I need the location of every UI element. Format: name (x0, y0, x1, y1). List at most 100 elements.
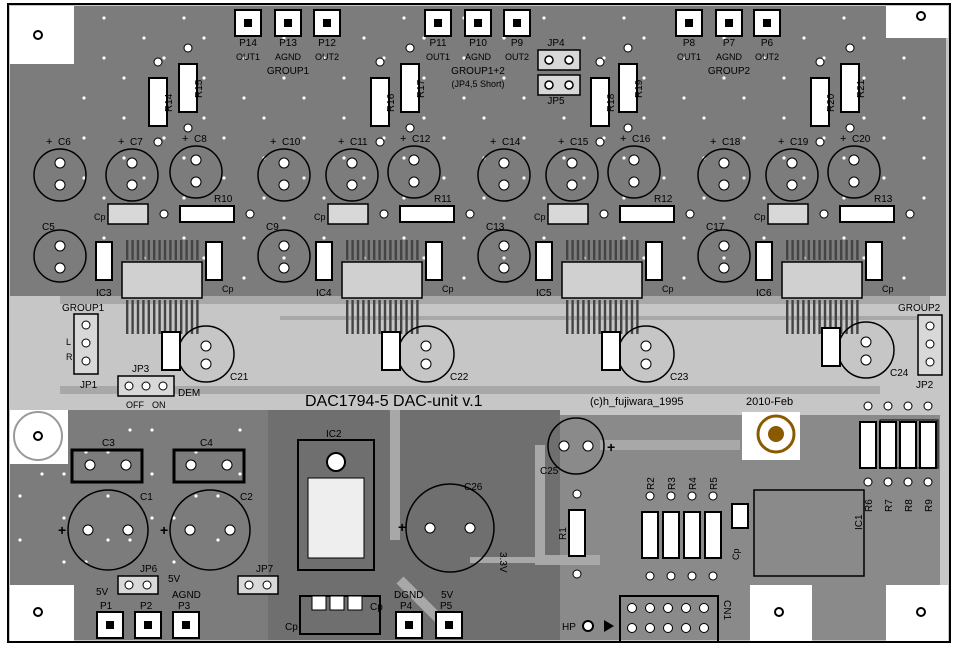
resistor-body-r4 (683, 511, 701, 559)
via (262, 196, 266, 200)
ic-pin (394, 300, 397, 334)
ic-pin (845, 300, 848, 334)
via (522, 136, 526, 140)
board-date: 2010-Feb (746, 396, 793, 408)
ic-pin (571, 240, 574, 260)
label-c24: C24 (890, 368, 909, 379)
regulator-section: IC2 Cp Cp C26 + DGND 5V P4 P5 3.3V (285, 429, 508, 639)
via (18, 538, 22, 542)
via (302, 176, 306, 180)
resistor-pad (845, 123, 855, 133)
cp-pair (327, 203, 369, 225)
label-out2-g2: OUT2 (755, 52, 779, 62)
cn1-pin (627, 603, 637, 613)
via (502, 36, 506, 40)
connector-pin (685, 19, 693, 27)
resistor-pad (465, 209, 475, 219)
label-c1: C1 (140, 492, 153, 503)
ic-pin (609, 240, 612, 260)
via (62, 516, 66, 520)
via (128, 428, 132, 432)
cn1-pins (627, 603, 709, 633)
resistor-body-r3 (662, 511, 680, 559)
capacitor-pad (54, 157, 66, 169)
via (402, 16, 406, 20)
via (842, 236, 846, 240)
label-c13: C13 (486, 222, 505, 233)
ic-pin (850, 300, 854, 334)
cp-pair (107, 203, 149, 225)
svg-text:+: + (398, 519, 406, 535)
label-group2-right: GROUP2 (898, 303, 941, 314)
via (862, 256, 866, 260)
resistor-body-r16 (370, 77, 390, 127)
bus-traces (60, 296, 930, 624)
via (282, 36, 286, 40)
label-c17: C17 (706, 222, 725, 233)
via (182, 196, 186, 200)
label-jp4: JP4 (547, 38, 565, 49)
via (302, 96, 306, 100)
via (242, 276, 246, 280)
capacitor-pad (278, 157, 290, 169)
label-group12: GROUP1+2 (451, 66, 505, 77)
ic-pin (362, 300, 365, 334)
cn1-pin (681, 623, 691, 633)
ic-pin (131, 240, 134, 260)
resistor-pad (687, 491, 697, 501)
via (172, 516, 176, 520)
label-out1-g12: OUT1 (426, 52, 450, 62)
capacitor-c15 (545, 148, 599, 202)
resistor-body-r10 (179, 205, 235, 223)
ic-pin (185, 300, 188, 334)
label-r2: R2 (646, 477, 657, 490)
capacitor-c5 (33, 229, 87, 283)
ic-pin (383, 240, 387, 260)
ic-pin (593, 240, 596, 260)
ic-pin (142, 240, 145, 260)
capacitor-pad (190, 154, 202, 166)
via (642, 256, 646, 260)
via (216, 538, 220, 542)
ic-pin (394, 240, 397, 260)
via (402, 236, 406, 240)
ic-pin (625, 300, 628, 334)
svg-text:+: + (607, 439, 615, 455)
via (902, 276, 906, 280)
ic-pin (405, 300, 408, 334)
via (902, 236, 906, 240)
label-cn1: CN1 (721, 600, 732, 620)
capacitor-c8 (169, 145, 223, 199)
label-c4: C4 (200, 438, 213, 449)
via (282, 216, 286, 220)
resistor-body-r17 (400, 63, 420, 113)
label-p14: P14 (239, 38, 257, 49)
via (122, 76, 126, 80)
label-c26: C26 (464, 482, 483, 493)
label-r12: R12 (654, 194, 673, 205)
ic-pin (840, 240, 843, 260)
ic-pin (818, 300, 821, 334)
label-ic5: IC5 (536, 288, 552, 299)
via (172, 560, 176, 564)
via (902, 16, 906, 20)
via (342, 156, 346, 160)
plus-sign: + (118, 136, 124, 148)
via (150, 516, 154, 520)
via (142, 36, 146, 40)
resistor-body-r13 (839, 205, 895, 223)
corner-bottom-cnr (750, 585, 812, 641)
label-ic3: IC3 (96, 288, 112, 299)
via (702, 196, 706, 200)
label-hp: HP (562, 622, 576, 633)
via (582, 36, 586, 40)
ground-plane-bottom-right (560, 415, 940, 640)
cp-pad (645, 241, 663, 281)
ic-pin (131, 300, 134, 334)
resistor-pad (815, 57, 825, 67)
via (482, 116, 486, 120)
label-r15: R15 (194, 79, 205, 98)
resistor-pad (708, 491, 718, 501)
